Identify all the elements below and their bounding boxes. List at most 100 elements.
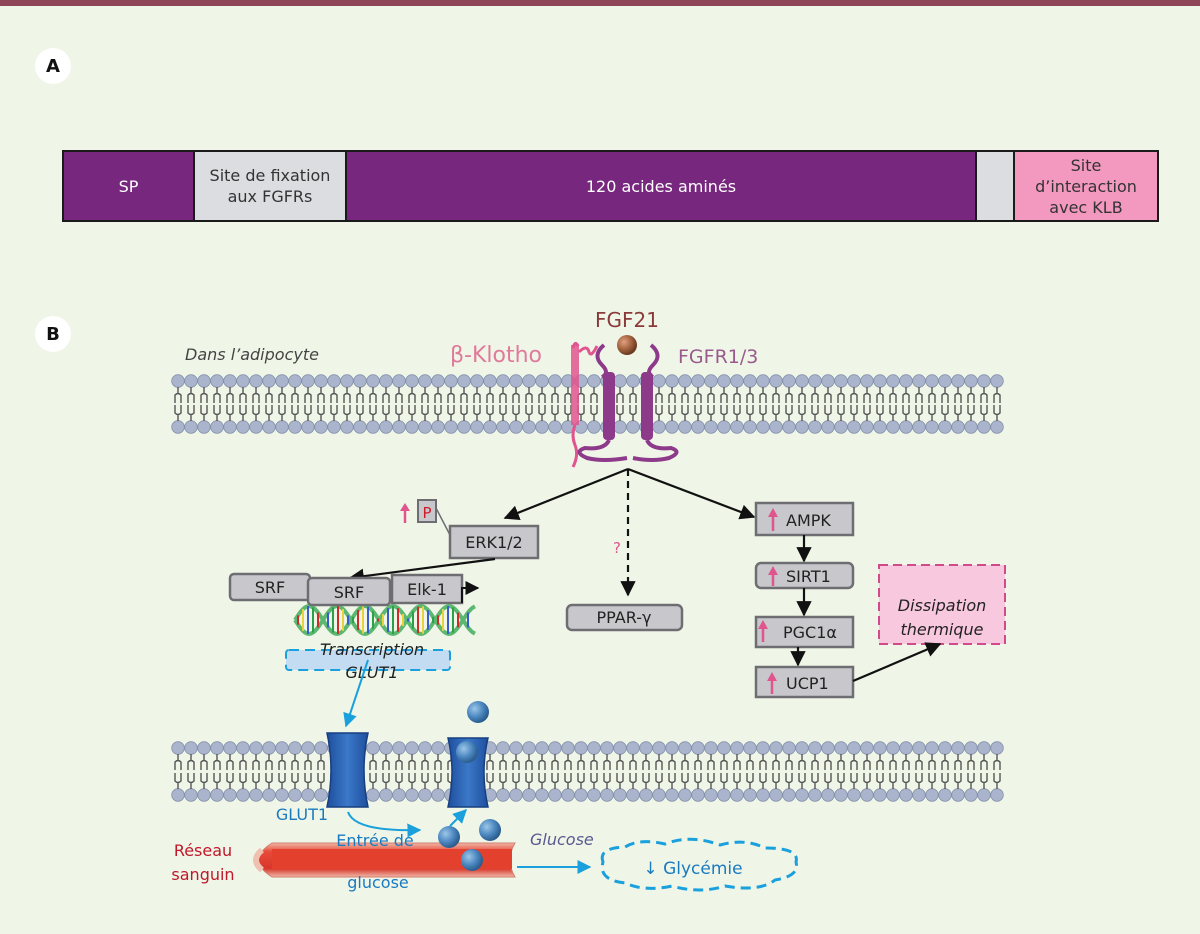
lipid-head	[314, 788, 328, 802]
lipid-head	[951, 420, 965, 434]
lipid-head	[717, 420, 731, 434]
lipid-head	[652, 420, 666, 434]
lipid-tail	[603, 773, 611, 789]
lipid-head	[639, 788, 653, 802]
lipid-head	[899, 420, 913, 434]
lipid-head	[405, 741, 419, 755]
pgc1a-box	[754, 615, 855, 649]
arrow-erk-to-srf	[348, 557, 496, 584]
domain-klb-interaction: Site d’interaction avec KLB	[1015, 152, 1157, 220]
lipid-head	[379, 741, 393, 755]
lipid-head	[340, 374, 354, 388]
domain-120-aa: 120 acides aminés	[347, 152, 977, 220]
lipid-head	[236, 374, 250, 388]
lipid-head	[782, 420, 796, 434]
lipid-tail	[746, 405, 754, 421]
lipid-tail	[681, 405, 689, 421]
lipid-head	[522, 741, 536, 755]
lipid-head	[418, 741, 432, 755]
lipid-tail	[356, 387, 364, 403]
lipid-head	[496, 741, 510, 755]
lipid-tail	[447, 387, 455, 403]
glut1-transporter-icon	[326, 732, 369, 808]
lipid-head	[197, 420, 211, 434]
lipid-tail	[265, 773, 273, 789]
lipid-tail	[629, 405, 637, 421]
transcription-start-arrow	[461, 581, 480, 603]
lipid-head	[210, 374, 224, 388]
lipid-tail	[798, 387, 806, 403]
lipid-tail	[525, 773, 533, 789]
lipid-head	[314, 374, 328, 388]
lipid-head	[860, 374, 874, 388]
dissipation-box	[878, 564, 1006, 645]
lipid-head	[288, 374, 302, 388]
fgf21-label: FGF21	[595, 308, 659, 332]
lipid-head	[431, 420, 445, 434]
lipid-head	[275, 741, 289, 755]
lipid-tail	[408, 405, 416, 421]
lipid-head	[587, 374, 601, 388]
dissipation-label-2: thermique	[900, 620, 983, 639]
lipid-head	[795, 788, 809, 802]
lipid-head	[834, 420, 848, 434]
lipid-tail	[577, 754, 585, 770]
lipid-head	[470, 374, 484, 388]
lipid-tail	[863, 387, 871, 403]
lipid-tail	[590, 754, 598, 770]
lipid-head	[652, 788, 666, 802]
lipid-head	[964, 788, 978, 802]
lipid-tail	[811, 754, 819, 770]
lipid-head	[275, 788, 289, 802]
lipid-head	[496, 420, 510, 434]
beta-klotho-icon	[571, 341, 599, 468]
lipid-tail	[889, 773, 897, 789]
lipid-head	[925, 420, 939, 434]
lipid-tail	[707, 754, 715, 770]
lipid-tail	[811, 387, 819, 403]
lipid-head	[899, 741, 913, 755]
lipid-head	[418, 374, 432, 388]
lipid-head	[210, 788, 224, 802]
lipid-tail	[824, 405, 832, 421]
glucose-entry-label-1: Entrée de	[336, 831, 414, 850]
lipid-head	[834, 741, 848, 755]
lipid-head	[509, 420, 523, 434]
lipid-tail	[174, 773, 182, 789]
lipid-tail	[239, 405, 247, 421]
lipid-head	[886, 374, 900, 388]
lipid-head	[249, 788, 263, 802]
lipid-tail	[759, 387, 767, 403]
lipid-head	[457, 374, 471, 388]
sirt1-label: SIRT1	[786, 567, 831, 586]
lipid-tail	[382, 773, 390, 789]
lipid-head	[756, 374, 770, 388]
lipid-head	[808, 788, 822, 802]
lipid-tail	[967, 773, 975, 789]
srf-label-1: SRF	[255, 578, 285, 597]
lipid-head	[561, 741, 575, 755]
lipid-head	[184, 374, 198, 388]
lipid-tail	[772, 754, 780, 770]
lipid-tail	[421, 773, 429, 789]
plasma-membrane-bottom	[171, 741, 1004, 802]
lipid-head	[678, 741, 692, 755]
lipid-head	[769, 374, 783, 388]
glucose-entry-label-2: glucose	[347, 873, 409, 892]
lipid-head	[197, 788, 211, 802]
dna-helix-icon	[293, 603, 476, 637]
lipid-tail	[538, 387, 546, 403]
lipid-head	[847, 741, 861, 755]
lipid-tail	[395, 405, 403, 421]
lipid-head	[847, 420, 861, 434]
lipid-head	[821, 420, 835, 434]
lipid-tail	[486, 773, 494, 789]
top-accent-bar	[0, 0, 1200, 6]
lipid-head	[431, 788, 445, 802]
lipid-head	[990, 420, 1004, 434]
lipid-head	[392, 420, 406, 434]
domain-linker	[977, 152, 1015, 220]
lipid-tail	[863, 754, 871, 770]
lipid-head	[418, 420, 432, 434]
lipid-tail	[941, 754, 949, 770]
